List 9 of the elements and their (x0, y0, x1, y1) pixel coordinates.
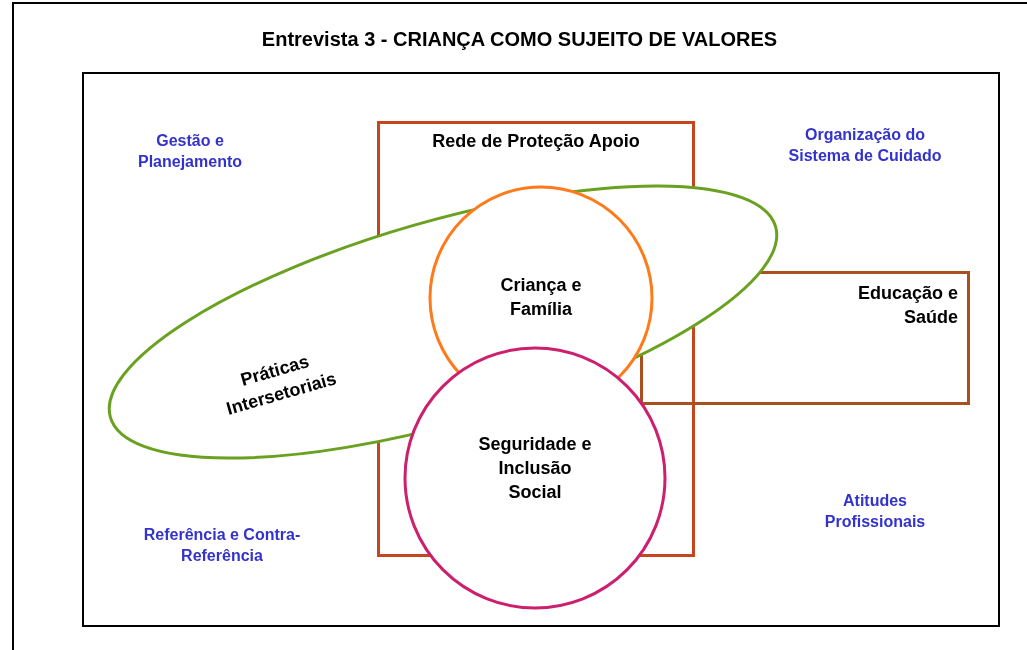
node-label: Criança e Família (478, 273, 604, 321)
node-label: Educação e Saúde (828, 281, 958, 329)
dimension-label: Referência e Contra-Referência (142, 525, 302, 566)
diagram-title: Entrevista 3 - CRIANÇA COMO SUJEITO DE VALORES (260, 27, 779, 52)
dimension-label: Atitudes Profissionais (823, 491, 927, 532)
node-label: Seguridade e Inclusão Social (475, 432, 595, 504)
node-label: Rede de Proteção Apoio (390, 129, 682, 153)
dimension-label: Gestão e Planejamento (137, 131, 243, 172)
dimension-label: Organização do Sistema de Cuidado (787, 125, 943, 166)
